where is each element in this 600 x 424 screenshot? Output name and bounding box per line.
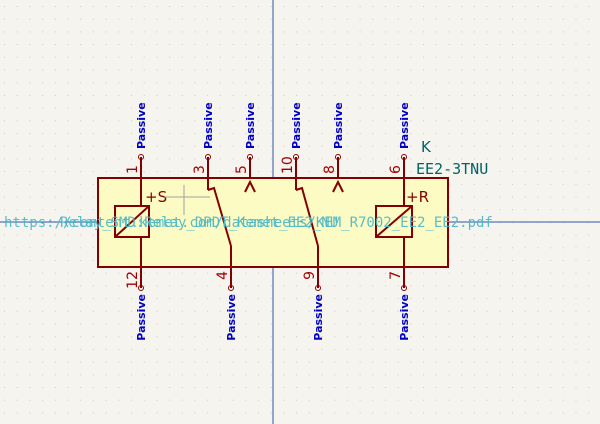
coil-set	[114, 178, 150, 267]
coil-reset-label: +R	[406, 188, 429, 206]
footprint-field[interactable]: Relay_SMD:Relay_DPDT_Kemet_EE2_NU	[60, 215, 338, 231]
coil-reset	[375, 178, 413, 267]
pin-type: Passive	[312, 294, 325, 341]
pin-type: Passive	[202, 102, 215, 149]
pin-type: Passive	[398, 102, 411, 149]
relay-body[interactable]	[97, 177, 449, 268]
pin-type: Passive	[398, 294, 411, 341]
pin-number: 10	[280, 156, 296, 174]
value-label[interactable]: EE2-3TNU	[416, 160, 488, 178]
pin-type: Passive	[225, 294, 238, 341]
pin-number: 5	[234, 165, 250, 174]
pin-5[interactable]: 5 Passive	[234, 102, 257, 178]
switch-contact-1	[207, 178, 256, 267]
pin-number: 4	[215, 271, 231, 280]
pin-6[interactable]: 6 Passive	[388, 102, 411, 178]
pin-type: Passive	[290, 102, 303, 149]
pin-10[interactable]: 10 Passive	[280, 102, 303, 178]
pin-number: 7	[388, 271, 404, 280]
pins: 1Passive3Passive5Passive10Passive8Passiv…	[125, 102, 411, 340]
pin-3[interactable]: 3 Passive	[192, 102, 215, 178]
coil-set-label: +S	[145, 188, 167, 206]
reference-designator[interactable]: K	[421, 138, 432, 156]
pin-number: 3	[192, 165, 208, 174]
pin-type: Passive	[135, 294, 148, 341]
datasheet-field[interactable]: https://content.kemet.com/datasheets/KEM…	[4, 215, 493, 231]
pin-number: 8	[322, 165, 338, 174]
pin-type: Passive	[332, 102, 345, 149]
pin-8[interactable]: 8 Passive	[322, 102, 345, 178]
pin-type: Passive	[135, 102, 148, 149]
switch-contact-2	[295, 178, 344, 267]
pin-number: 9	[302, 271, 318, 280]
pin-number: 1	[125, 165, 141, 174]
pin-number: 6	[388, 165, 404, 174]
pin-1[interactable]: 1 Passive	[125, 102, 148, 178]
pin-number: 12	[125, 271, 141, 289]
pin-type: Passive	[244, 102, 257, 149]
mechanical-link	[164, 185, 210, 215]
